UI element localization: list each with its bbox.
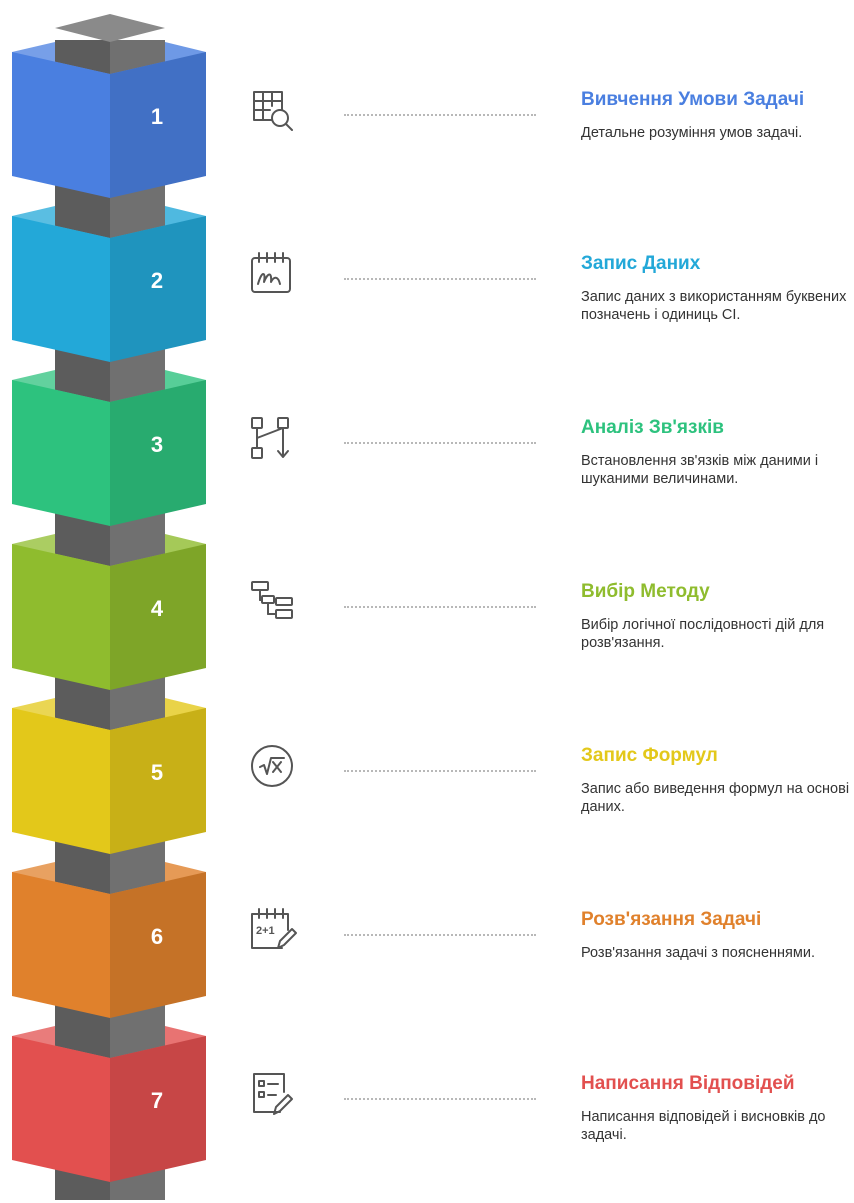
block-2: 2: [12, 206, 206, 362]
block-4: 4: [12, 534, 206, 690]
block-1: 1: [12, 42, 206, 198]
step-title: Вивчення Умови Задачі: [581, 89, 805, 110]
block-3: 3: [12, 370, 206, 526]
dotted-connector: [344, 934, 536, 936]
step-description: Розв'язання задачі з поясненнями.: [581, 945, 815, 961]
block-6: 6: [12, 862, 206, 1018]
dotted-connector: [344, 1098, 536, 1100]
dotted-connector: [344, 606, 536, 608]
dotted-connector: [344, 770, 536, 772]
block-7: 7: [12, 1026, 206, 1182]
checklist-pencil-icon: [240, 1062, 304, 1126]
step-description: Встановлення зв'язків між даними і шукан…: [581, 453, 819, 487]
table-search-icon: [240, 78, 304, 142]
step-number: 4: [151, 596, 164, 621]
block-5: 5: [12, 698, 206, 854]
flow-connection-icon: [240, 406, 304, 470]
step-description: Детальне розуміння умов задачі.: [581, 125, 803, 141]
step-title: Аналіз Зв'язків: [581, 417, 724, 438]
step-title: Написання Відповідей: [581, 1073, 795, 1094]
step-number: 6: [151, 924, 163, 949]
calendar-signature-icon: [240, 242, 304, 306]
dotted-connector: [344, 442, 536, 444]
step-title: Запис Формул: [581, 745, 718, 766]
step-number: 1: [151, 104, 163, 129]
step-title: Вибір Методу: [581, 581, 710, 602]
step-number: 2: [151, 268, 163, 293]
svg-text:2+1: 2+1: [256, 925, 275, 937]
dotted-connector: [344, 278, 536, 280]
step-description: Запис даних з використанням буквених поз…: [581, 289, 847, 323]
dotted-connector: [344, 114, 536, 116]
step-number: 3: [151, 432, 163, 457]
hierarchy-tree-icon: [240, 570, 304, 634]
step-title: Запис Даних: [581, 253, 701, 274]
step-description: Вибір логічної послідовності дій для роз…: [581, 617, 825, 651]
step-number: 7: [151, 1088, 163, 1113]
step-title: Розв'язання Задачі: [581, 909, 762, 930]
square-root-icon: [240, 734, 304, 798]
calendar-math-pencil-icon: 2+1: [240, 898, 304, 962]
step-description: Запис або виведення формул на основі дан…: [581, 781, 850, 815]
step-description: Написання відповідей і висновків до зада…: [581, 1109, 826, 1143]
block-stack: 1 2 3 4 5 6 7: [12, 14, 206, 1200]
step-number: 5: [151, 760, 163, 785]
